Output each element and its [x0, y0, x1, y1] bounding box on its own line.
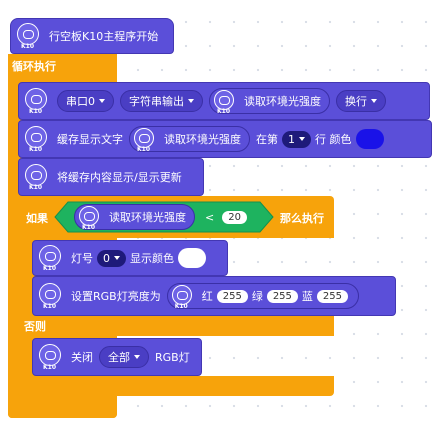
then-label: 那么执行	[280, 212, 324, 225]
k10-icon-wrapper: K10	[39, 342, 63, 372]
k10-icon-wrapper: K10	[134, 127, 158, 153]
k10-icon-label: K10	[43, 364, 56, 371]
k10-icon-wrapper: K10	[39, 281, 63, 311]
k10-icon-label: K10	[29, 184, 42, 191]
threshold-input[interactable]: 20	[222, 210, 247, 224]
newline-dropdown[interactable]: 换行	[336, 90, 386, 112]
which-led-dropdown[interactable]: 全部	[99, 346, 149, 368]
red-input[interactable]: 255	[216, 289, 248, 303]
at-line-label: 在第	[256, 133, 278, 146]
k10-icon	[79, 206, 99, 226]
led-label: 灯号	[71, 252, 93, 265]
k10-icon	[134, 128, 154, 148]
chevron-down-icon	[134, 355, 140, 359]
chevron-down-icon	[188, 99, 194, 103]
k10-icon-label: K10	[29, 108, 42, 115]
ambient-light-reporter[interactable]: K10 读取环境光强度	[209, 88, 330, 115]
else-label: 否则	[24, 320, 46, 333]
green-label: 绿	[251, 290, 263, 303]
cache-display-label: 缓存显示文字	[57, 133, 123, 146]
k10-icon-label: K10	[217, 108, 230, 115]
k10-icon-wrapper: K10	[39, 243, 63, 273]
red-label: 红	[201, 290, 213, 303]
else-bar	[18, 314, 334, 336]
led-color-label: 显示颜色	[130, 252, 174, 265]
serial-print-block[interactable]: K10 串口0 字符串输出 K10 读取环境光强度 换行	[18, 82, 430, 120]
ambient-light-reporter[interactable]: K10 读取环境光强度	[74, 204, 195, 231]
rgb-brightness-label: 设置RGB灯亮度为	[71, 290, 161, 303]
chevron-down-icon	[371, 99, 377, 103]
led-color-block[interactable]: K10 灯号 0 显示颜色	[32, 240, 228, 276]
led-number-dropdown[interactable]: 0	[97, 249, 126, 267]
k10-icon-label: K10	[43, 265, 56, 272]
k10-icon	[17, 23, 39, 45]
k10-icon	[171, 285, 192, 305]
k10-icon-wrapper: K10	[25, 86, 49, 116]
ambient-light-reporter[interactable]: K10 读取环境光强度	[129, 126, 250, 153]
output-mode-dropdown[interactable]: 字符串输出	[120, 90, 203, 112]
k10-icon	[214, 90, 234, 110]
reporter-label: 读取环境光强度	[244, 95, 321, 108]
rgb-led-label: RGB灯	[155, 351, 190, 364]
k10-icon-label: K10	[29, 146, 42, 153]
k10-icon-wrapper: K10	[214, 89, 238, 115]
main-program-hat-block[interactable]: K10 行空板K10主程序开始	[10, 18, 174, 54]
if-label: 如果	[26, 212, 48, 225]
text-color-swatch[interactable]	[355, 129, 384, 149]
green-input[interactable]: 255	[266, 289, 298, 303]
loop-bottom-bar	[8, 398, 117, 418]
k10-icon	[25, 88, 47, 110]
k10-icon-wrapper: K10	[25, 124, 49, 154]
turn-off-rgb-block[interactable]: K10 关闭 全部 RGB灯	[32, 338, 202, 376]
k10-icon	[39, 283, 61, 305]
chevron-down-icon	[114, 256, 120, 260]
k10-icon	[39, 344, 61, 366]
chevron-down-icon	[99, 99, 105, 103]
display-update-label: 将缓存内容显示/显示更新	[57, 171, 182, 184]
hat-label: 行空板K10主程序开始	[49, 30, 159, 43]
blue-input[interactable]: 255	[316, 289, 348, 303]
k10-icon-wrapper: K10	[171, 284, 196, 310]
chevron-down-icon	[299, 137, 305, 141]
row-color-label: 行 颜色	[315, 133, 352, 146]
turn-off-label: 关闭	[71, 351, 93, 364]
serial-port-dropdown[interactable]: 串口0	[57, 90, 114, 112]
display-update-block[interactable]: K10 将缓存内容显示/显示更新	[18, 158, 204, 196]
forever-loop-label: 循环执行	[12, 60, 56, 73]
reporter-label: 读取环境光强度	[109, 211, 186, 224]
k10-icon-label: K10	[137, 146, 150, 153]
reporter-label: 读取环境光强度	[164, 133, 241, 146]
k10-icon-wrapper: K10	[17, 21, 41, 51]
color-reporter[interactable]: K10 红 255 绿 255 蓝 255	[166, 283, 359, 310]
k10-icon-label: K10	[174, 303, 188, 310]
blue-label: 蓝	[301, 290, 313, 303]
k10-icon-wrapper: K10	[79, 205, 103, 231]
k10-icon-label: K10	[43, 303, 56, 310]
cache-display-text-block[interactable]: K10 缓存显示文字 K10 读取环境光强度 在第 1 行 颜色	[18, 120, 432, 158]
k10-icon-label: K10	[82, 224, 95, 231]
led-color-swatch[interactable]	[178, 248, 206, 268]
k10-icon	[25, 164, 47, 186]
less-than-operator: <	[205, 210, 215, 224]
k10-icon	[25, 126, 47, 148]
k10-icon	[39, 245, 61, 267]
k10-icon-wrapper: K10	[25, 162, 49, 192]
if-else-bottom-bar	[18, 376, 334, 396]
rgb-brightness-block[interactable]: K10 设置RGB灯亮度为 K10 红 255 绿 255 蓝 255	[32, 276, 396, 316]
k10-icon-label: K10	[21, 43, 34, 50]
line-number-dropdown[interactable]: 1	[282, 130, 311, 148]
